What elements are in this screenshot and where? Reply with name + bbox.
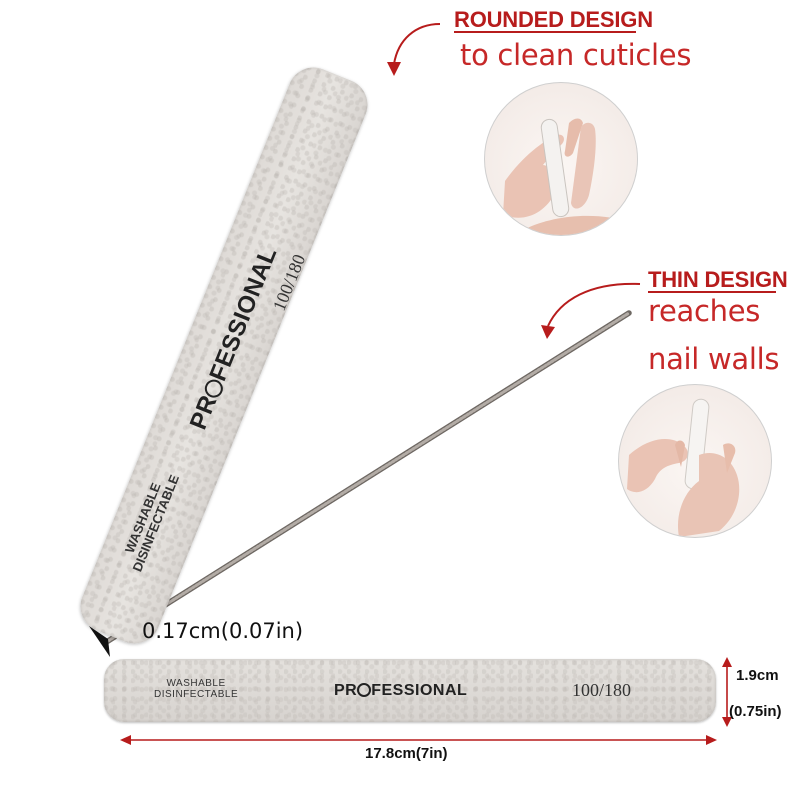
hands-illustration	[503, 118, 635, 235]
file-grit-label-horizontal: 100/180	[572, 680, 632, 700]
cuticle-demo-photo	[484, 82, 638, 236]
brand-logo-o	[357, 683, 372, 697]
nail-wall-demo-photo	[618, 384, 772, 538]
width-dimension-line	[722, 657, 732, 727]
length-dimension-line	[120, 735, 717, 745]
rounded-design-subtitle: to clean cuticles	[460, 38, 692, 72]
thin-design-title: THIN DESIGN	[648, 267, 788, 292]
thin-design-underline	[648, 291, 776, 293]
thickness-label: 0.17cm(0.07in)	[142, 619, 304, 643]
rounded-design-title: ROUNDED DESIGN	[454, 7, 653, 32]
rounded-design-underline	[454, 31, 636, 33]
thin-design-line2: nail walls	[648, 342, 780, 376]
width-label-cm: 1.9cm	[736, 667, 779, 684]
length-label: 17.8cm(7in)	[365, 745, 448, 762]
curved-arrow-down-icon	[387, 23, 441, 76]
curved-arrow-down-icon	[541, 282, 641, 339]
width-label-in: (0.75in)	[729, 703, 782, 720]
arrowhead-icon	[89, 626, 110, 657]
file-care-label-horizontal: WASHABLE DISINFECTABLE	[154, 678, 239, 700]
thin-design-line1: reaches	[648, 294, 761, 328]
hands-illustration	[627, 398, 740, 537]
